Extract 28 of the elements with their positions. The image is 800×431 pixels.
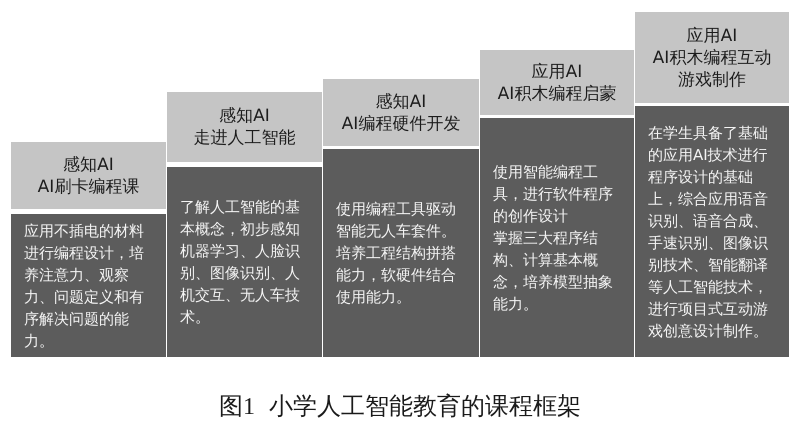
description-text: 在学生具备了基础的应用AI技术进行程序设计的基础上，综合应用语音识别、语音合成、手速识别、图像识别技术、智能翻译等人工智能技术，进行项目式互动游戏创意设计制作。 [648,122,769,342]
description-text: 了解人工智能的基本概念，初步感知机器学习、人脸识别、图像识别、人机交互、无人车技术。 [180,197,301,328]
course-title: AI积木编程互动游戏制作 [652,46,772,90]
course-header-panel [11,142,166,209]
description-text: 培养工程结构拼搭能力，软硬件结合使用能力。 [336,243,457,308]
course-title: AI刷卡编程课 [38,176,140,198]
figure-caption: 图1 小学人工智能教育的课程框架 [219,392,581,422]
description-text: 使用编程工具驱动智能无人车套件。 [336,199,457,242]
course-description-panel [167,167,322,357]
course-header-panel [167,92,322,162]
course-description-panel [11,214,166,357]
description-text: 掌握三大程序结构、计算基本概念，培养模型抽象能力。 [493,228,614,314]
course-title: AI积木编程启蒙 [498,82,616,104]
description-text: 使用智能编程工具，进行软件程序的创作设计 [493,162,614,226]
course-title: 走进人工智能 [194,127,296,149]
stage-label: 感知AI [63,154,114,176]
course-description-panel [480,118,634,357]
course-header-panel [323,79,479,146]
stage-label: 应用AI [686,24,738,46]
stage-label: 感知AI [219,105,270,127]
course-header-panel [635,12,789,103]
course-description-panel [323,149,479,357]
course-description-panel [635,106,789,357]
stage-label: 应用AI [532,60,582,82]
stage-label: 感知AI [376,90,426,112]
course-header-panel [480,50,634,115]
description-text: 应用不插电的材料进行编程设计，培养注意力、观察力、问题定义和有序解决问题的能力。 [24,220,145,352]
course-title: AI编程硬件开发 [342,112,460,134]
